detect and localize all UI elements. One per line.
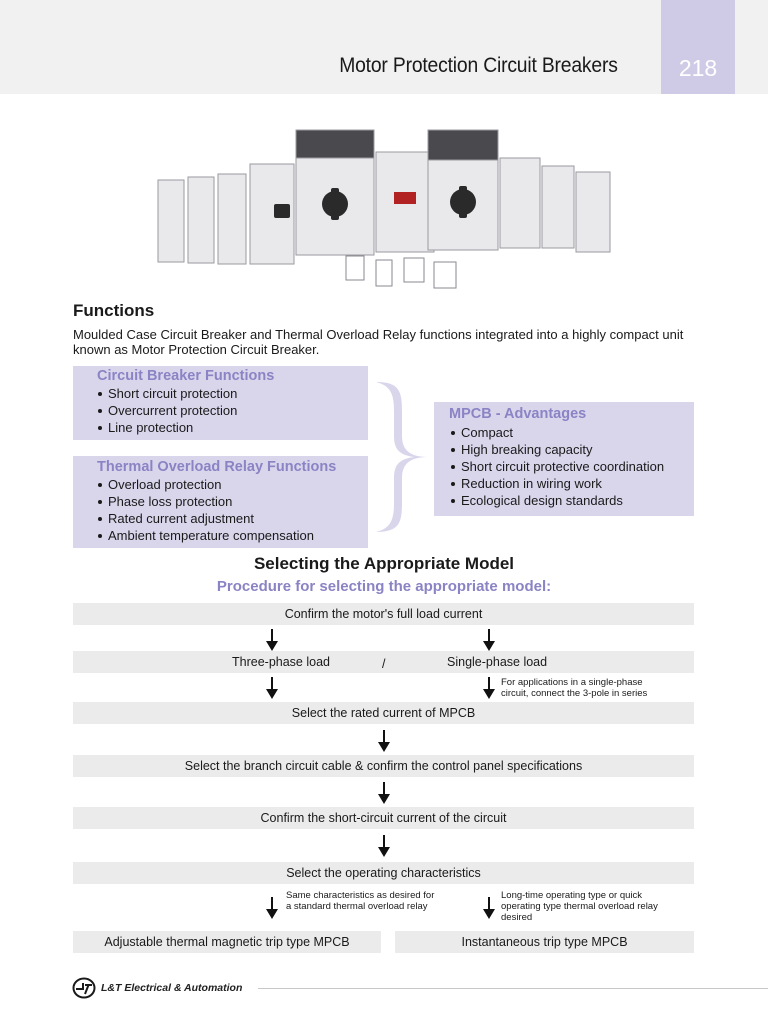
flow-step-short-circuit-current: Confirm the short-circuit current of the…	[73, 807, 694, 829]
page-number: 218	[678, 55, 718, 81]
result-instantaneous-trip-mpcb: Instantaneous trip type MPCB	[395, 931, 694, 953]
list-item: Overload protection	[95, 476, 314, 493]
down-arrow-icon	[378, 835, 390, 857]
mpcb-advantages-box: MPCB - Advantages Compact High breaking …	[434, 402, 694, 516]
list-item: Ecological design standards	[448, 492, 664, 509]
result-adjustable-trip-mpcb: Adjustable thermal magnetic trip type MP…	[73, 931, 381, 953]
list-item: Reduction in wiring work	[448, 475, 664, 492]
circuit-breaker-functions-list: Short circuit protection Overcurrent pro…	[95, 385, 237, 436]
thermal-overload-functions-list: Overload protection Phase loss protectio…	[95, 476, 314, 544]
circuit-breaker-functions-box: Circuit Breaker Functions Short circuit …	[73, 366, 368, 440]
functions-intro: Moulded Case Circuit Breaker and Thermal…	[73, 327, 684, 357]
flow-step-confirm-load-current: Confirm the motor's full load current	[73, 603, 694, 625]
mpcb-advantages-list: Compact High breaking capacity Short cir…	[448, 424, 664, 509]
list-item: Ambient temperature compensation	[95, 527, 314, 544]
list-item: Short circuit protective coordination	[448, 458, 664, 475]
flow-step-operating-characteristics: Select the operating characteristics	[73, 862, 694, 884]
product-photo	[157, 129, 611, 289]
list-item: Overcurrent protection	[95, 402, 237, 419]
standard-relay-note: Same characteristics as desired for a st…	[286, 890, 435, 912]
down-arrow-icon	[266, 677, 278, 699]
load-type-separator: /	[382, 657, 386, 671]
footer-brand: L&T Electrical & Automation	[101, 982, 243, 994]
quick-operating-relay-note: Long-time operating type or quick operat…	[501, 890, 658, 923]
curly-brace-icon	[376, 382, 428, 532]
lt-logo-icon	[72, 977, 96, 999]
page-header: Motor Protection Circuit Breakers 218	[0, 0, 768, 94]
mpcb-advantages-title: MPCB - Advantages	[449, 406, 587, 422]
list-item: Rated current adjustment	[95, 510, 314, 527]
down-arrow-icon	[378, 782, 390, 804]
selection-heading: Selecting the Appropriate Model	[253, 554, 515, 573]
page-number-tab: 218	[661, 0, 735, 94]
functions-heading: Functions	[73, 301, 155, 320]
down-arrow-icon	[266, 897, 278, 919]
list-item: Short circuit protection	[95, 385, 237, 402]
flow-step-rated-current: Select the rated current of MPCB	[73, 702, 694, 724]
circuit-breaker-functions-title: Circuit Breaker Functions	[97, 368, 275, 384]
flow-step-branch-cable: Select the branch circuit cable & confir…	[73, 755, 694, 777]
selection-subheading: Procedure for selecting the appropriate …	[216, 578, 552, 595]
footer-divider	[258, 988, 768, 989]
single-phase-note: For applications in a single-phase circu…	[501, 677, 648, 699]
single-phase-load-label: Single-phase load	[447, 655, 548, 669]
three-phase-load-label: Three-phase load	[232, 655, 330, 669]
list-item: Line protection	[95, 419, 237, 436]
down-arrow-icon	[483, 897, 495, 919]
list-item: High breaking capacity	[448, 441, 664, 458]
thermal-overload-functions-title: Thermal Overload Relay Functions	[97, 459, 337, 475]
page-title: Motor Protection Circuit Breakers	[339, 54, 619, 77]
down-arrow-icon	[483, 629, 495, 651]
flow-step-load-type	[73, 651, 694, 673]
thermal-overload-functions-box: Thermal Overload Relay Functions Overloa…	[73, 456, 368, 548]
down-arrow-icon	[266, 629, 278, 651]
down-arrow-icon	[378, 730, 390, 752]
list-item: Compact	[448, 424, 664, 441]
list-item: Phase loss protection	[95, 493, 314, 510]
down-arrow-icon	[483, 677, 495, 699]
